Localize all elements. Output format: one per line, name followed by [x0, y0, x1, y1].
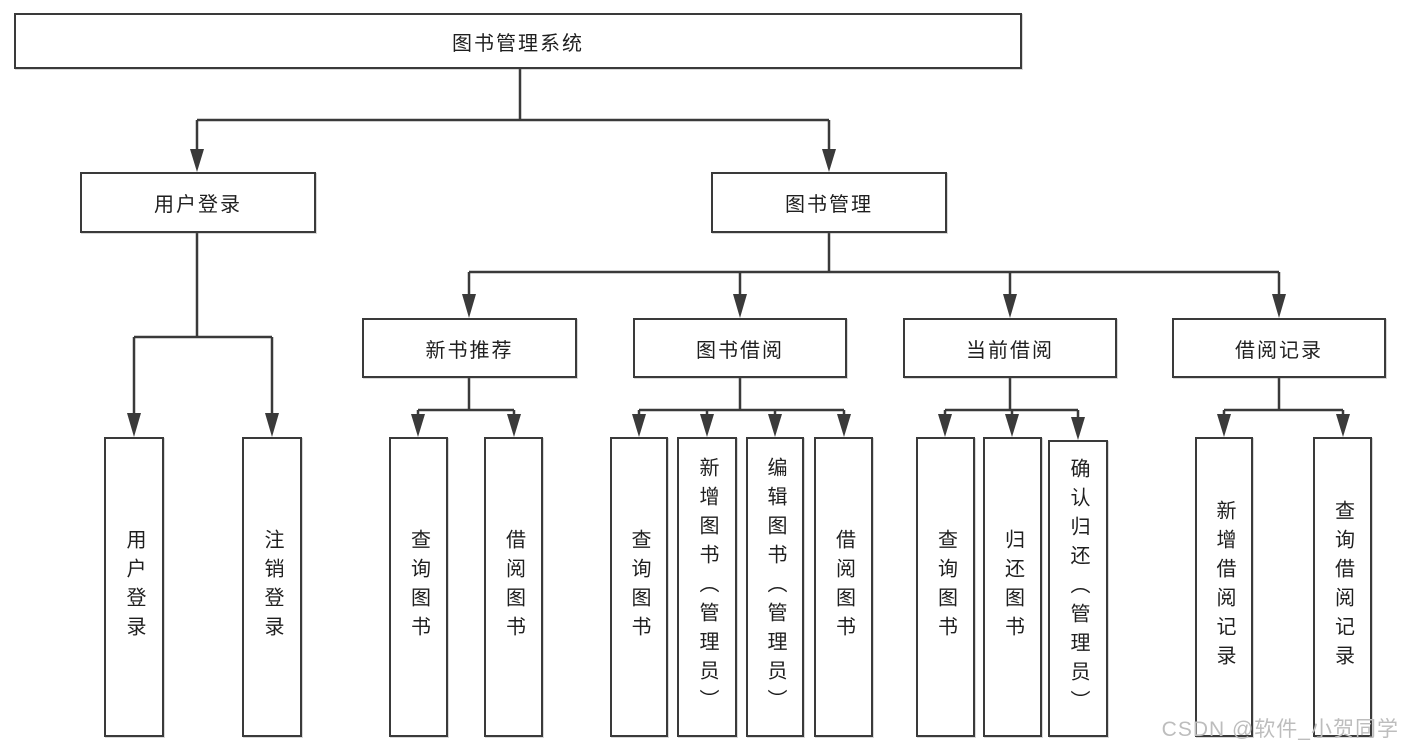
leaf-query-books-recommend: 查询图书 [389, 437, 448, 737]
node-borrowing-records: 借阅记录 [1172, 318, 1386, 378]
leaf-user-login: 用户登录 [104, 437, 164, 737]
node-label: 查询借阅记录 [1331, 500, 1354, 674]
connector-book-mgmt-to-level3 [462, 233, 1286, 318]
leaf-query-books-current: 查询图书 [916, 437, 975, 737]
leaf-query-borrow-record: 查询借阅记录 [1313, 437, 1372, 737]
node-book-management: 图书管理 [711, 172, 947, 233]
node-label: 图书管理系统 [452, 32, 584, 55]
node-label: 借阅图书 [502, 529, 525, 645]
leaf-borrow-books-recommend: 借阅图书 [484, 437, 543, 737]
connector-current-borrow-to-leaves [938, 378, 1085, 440]
leaf-confirm-return-admin: 确认归还（管理员） [1048, 440, 1108, 737]
node-label: 查询图书 [407, 529, 430, 645]
node-library-management-system: 图书管理系统 [14, 13, 1022, 69]
node-label: 借阅记录 [1235, 339, 1323, 362]
node-label: 用户登录 [123, 529, 145, 645]
csdn-watermark: CSDN @软件_小贺同学 [1161, 718, 1399, 741]
node-label: 查询图书 [628, 529, 650, 645]
leaf-add-book-admin: 新增图书（管理员） [677, 437, 737, 737]
node-label: 图书借阅 [696, 339, 784, 362]
leaf-add-borrow-record: 新增借阅记录 [1195, 437, 1253, 737]
node-label: 借阅图书 [832, 529, 855, 645]
node-label: 用户登录 [154, 194, 242, 216]
node-user-login: 用户登录 [80, 172, 316, 233]
node-label: 当前借阅 [966, 339, 1054, 362]
connector-user-login-to-leaves [127, 233, 279, 437]
node-new-book-recommendation: 新书推荐 [362, 318, 577, 378]
node-label: 新增借阅记录 [1213, 500, 1235, 674]
connector-book-borrow-to-leaves [632, 378, 851, 437]
node-label: 注销登录 [261, 529, 283, 645]
node-label: 图书管理 [785, 194, 873, 216]
node-current-borrowing: 当前借阅 [903, 318, 1117, 378]
leaf-logout: 注销登录 [242, 437, 302, 737]
node-label: 新书推荐 [425, 339, 514, 362]
node-label: 归还图书 [1001, 529, 1024, 645]
node-label: 新增图书（管理员） [696, 456, 718, 718]
connector-root-to-level2 [190, 69, 836, 172]
connector-borrow-records-to-leaves [1217, 378, 1350, 437]
connector-new-book-to-leaves [411, 378, 521, 437]
leaf-edit-book-admin: 编辑图书（管理员） [746, 437, 804, 737]
node-label: 查询图书 [934, 529, 957, 645]
node-label: 编辑图书（管理员） [764, 456, 786, 718]
node-label: 确认归还（管理员） [1067, 458, 1089, 719]
node-book-borrowing: 图书借阅 [633, 318, 847, 378]
leaf-borrow-books: 借阅图书 [814, 437, 873, 737]
leaf-query-books-borrowing: 查询图书 [610, 437, 668, 737]
leaf-return-books: 归还图书 [983, 437, 1042, 737]
